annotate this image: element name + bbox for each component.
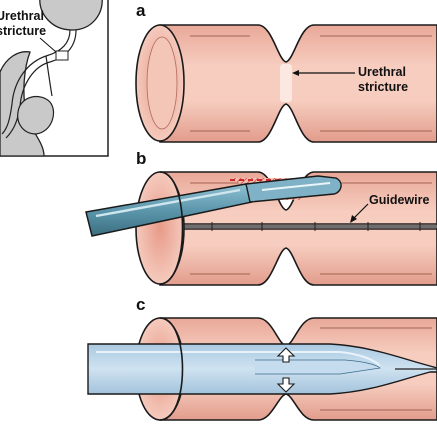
opening-rim-b [159,171,184,285]
urethra-opening-inner-a [146,36,178,130]
stricture-marker [55,50,69,61]
arrow-up-icon [276,347,296,363]
anatomy-inset: Urethral stricture [0,0,109,157]
panel-c-letter: c [136,295,145,314]
stricture-label-line1-a: Urethral [358,65,406,79]
guidewire-label: Guidewire [369,193,429,207]
arrow-down-icon [276,377,296,393]
stricture-label-line2-a: stricture [358,80,408,94]
stricture-arrowhead-a [292,70,299,76]
panel-a-letter: a [136,1,146,20]
panel-b: b Guidewire [85,149,437,286]
inset-label-line2: stricture [0,24,46,38]
inset-label-line1: Urethral [0,9,44,23]
guidewire [170,222,437,231]
panel-c: c [87,295,437,421]
urethra-tube-a [159,24,437,143]
inset-pointer [39,37,57,53]
panel-b-letter: b [136,149,146,168]
opening-rim-c [159,317,184,421]
stricture-a [280,64,292,102]
urethrotome [85,175,342,237]
guidewire-arrowhead [350,215,357,223]
dilation-arrows [276,347,296,393]
panel-a: a Urethral stricture [135,1,437,143]
dilator [87,343,437,395]
scrotum-shape [17,95,55,135]
